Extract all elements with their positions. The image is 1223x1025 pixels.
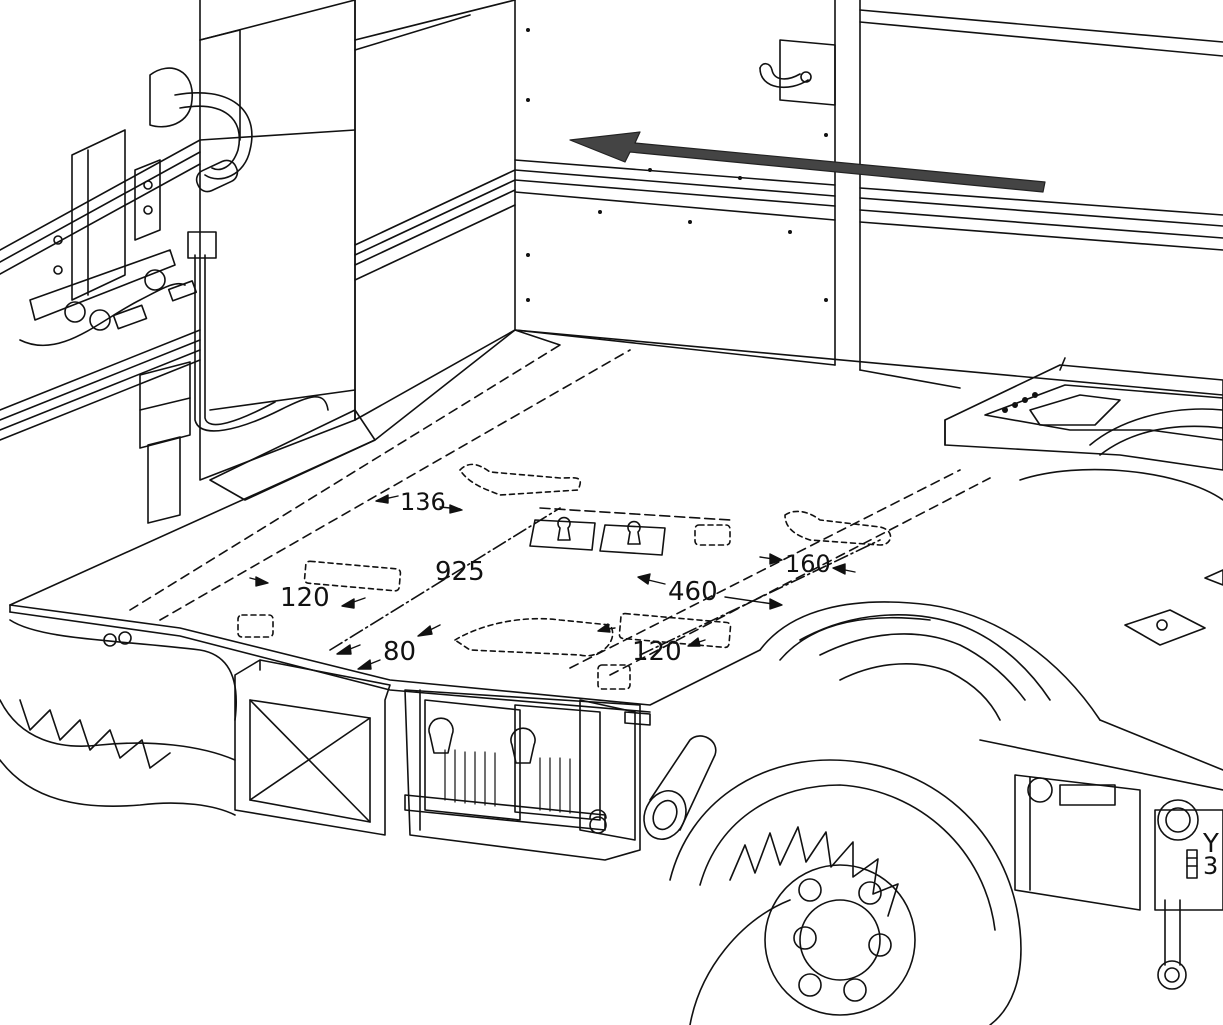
right-storage-box bbox=[1014, 774, 1141, 911]
keyhole-plate-right bbox=[599, 520, 666, 556]
dim-136: 136 bbox=[400, 488, 446, 516]
truck-floor bbox=[9, 329, 1223, 713]
license-plate-text: Y 3 bbox=[1202, 829, 1219, 880]
plate-line-1: Y bbox=[1202, 829, 1219, 859]
direction-arrow bbox=[569, 131, 1046, 193]
dim-460: 460 bbox=[668, 577, 718, 607]
wall-handle bbox=[759, 39, 836, 106]
mounting-brackets bbox=[29, 129, 176, 321]
storage-box bbox=[234, 659, 391, 836]
left-column bbox=[199, 0, 376, 501]
left-side-rails bbox=[0, 139, 201, 441]
dim-925: 925 bbox=[435, 557, 485, 587]
plate-line-2: 3 bbox=[1203, 852, 1218, 880]
coupling-frame bbox=[944, 357, 1223, 501]
coiled-hose bbox=[19, 67, 329, 432]
battery-box bbox=[404, 689, 651, 861]
exhaust-pipe bbox=[643, 735, 717, 840]
front-wheel bbox=[669, 759, 1022, 1025]
junction-box bbox=[139, 361, 191, 524]
wheel-nuts bbox=[793, 878, 892, 1002]
keyhole-plate-left bbox=[529, 516, 596, 551]
small-floor-plate bbox=[1124, 569, 1223, 646]
rear-wall bbox=[199, 0, 1223, 421]
dim-160: 160 bbox=[785, 550, 831, 578]
rear-fender bbox=[759, 601, 1223, 791]
dim-120-left: 120 bbox=[280, 583, 330, 613]
tail-light-post bbox=[1154, 799, 1223, 990]
valve-fittings bbox=[64, 231, 217, 331]
left-wheel bbox=[0, 619, 237, 816]
floor-fittings bbox=[237, 463, 892, 690]
dim-120-right: 120 bbox=[632, 637, 682, 667]
dimension-labels: 136 925 120 80 460 160 120 bbox=[280, 488, 831, 667]
dimension-arrows bbox=[249, 494, 856, 670]
dim-80: 80 bbox=[383, 637, 416, 667]
